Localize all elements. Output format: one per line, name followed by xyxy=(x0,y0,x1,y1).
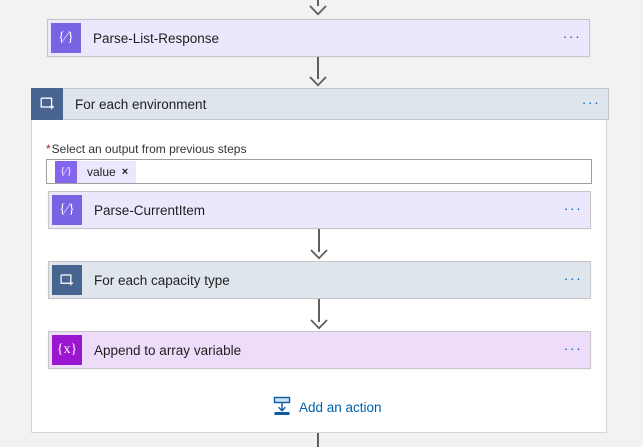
action-card-title: Parse-CurrentItem xyxy=(94,202,206,218)
action-card-overflow-menu-button[interactable]: ··· xyxy=(563,199,583,216)
action-card-title: Append to array variable xyxy=(94,342,242,358)
connector-line-capacity-to-append xyxy=(318,299,320,322)
connector-line-top xyxy=(317,0,319,6)
connector-line-bottom xyxy=(317,433,319,447)
action-card-append-to-array-variable[interactable]: {x} Append to array variable ··· xyxy=(48,331,591,369)
connector-arrow-currentitem-to-capacity xyxy=(310,249,328,260)
required-asterisk: * xyxy=(46,142,51,156)
json-parse-icon: {⁄} xyxy=(52,195,82,225)
action-card-overflow-menu-button[interactable]: ··· xyxy=(563,269,583,286)
foreach-loop-icon xyxy=(31,87,63,120)
json-parse-icon: {⁄} xyxy=(51,23,81,53)
connector-arrow-top xyxy=(309,5,327,16)
connector-arrow-capacity-to-append xyxy=(310,319,328,330)
connector-line-parse-to-foreach xyxy=(317,57,319,79)
variable-braces-icon: {x} xyxy=(52,335,82,365)
action-card-title: For each capacity type xyxy=(94,272,230,288)
action-card-parse-currentitem[interactable]: {⁄} Parse-CurrentItem ··· xyxy=(48,191,591,229)
action-card-for-each-capacity-type[interactable]: For each capacity type ··· xyxy=(48,261,591,299)
action-card-overflow-menu-button[interactable]: ··· xyxy=(563,339,583,356)
insert-action-icon xyxy=(272,396,292,419)
connector-line-currentitem-to-capacity xyxy=(318,229,320,252)
token-label: value xyxy=(87,164,116,179)
foreach-loop-icon xyxy=(52,265,82,295)
field-label-select-output: *Select an output from previous steps xyxy=(46,142,246,156)
scope-title: For each environment xyxy=(75,96,207,112)
add-an-action-label: Add an action xyxy=(299,400,382,415)
field-label-text: Select an output from previous steps xyxy=(51,142,247,156)
scope-for-each-environment: For each environment ··· *Select an outp… xyxy=(31,87,609,433)
add-an-action-button[interactable]: Add an action xyxy=(272,396,382,419)
select-output-input[interactable]: {⁄} value × xyxy=(46,159,592,184)
action-card-parse-list-response[interactable]: {⁄} Parse-List-Response ··· xyxy=(47,19,590,57)
json-parse-token-icon: {⁄} xyxy=(55,160,77,183)
connector-arrow-parse-to-foreach xyxy=(309,76,327,87)
scope-header-for-each-environment[interactable]: For each environment ··· xyxy=(31,87,609,120)
token-remove-icon[interactable]: × xyxy=(121,165,129,178)
token-chip-value[interactable]: {⁄} value × xyxy=(55,160,137,183)
action-card-title: Parse-List-Response xyxy=(93,30,220,46)
action-card-overflow-menu-button[interactable]: ··· xyxy=(562,27,582,44)
scope-overflow-menu-button[interactable]: ··· xyxy=(581,93,601,110)
